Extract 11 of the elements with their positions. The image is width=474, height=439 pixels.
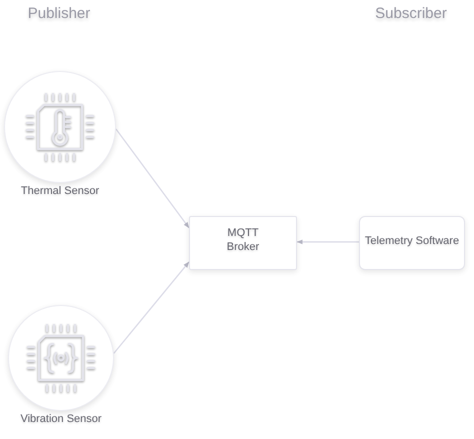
node-label: Telemetry Software [364,234,460,248]
arrow [113,261,190,354]
column-heading: Subscriber [375,5,447,23]
arrow [296,240,359,244]
node-label: MQTT Broker [226,226,260,254]
arrow [115,128,190,228]
node-label: Vibration Sensor [20,412,102,426]
column-heading: Publisher [28,5,90,23]
process-box [359,216,465,270]
node-label: Thermal Sensor [20,184,100,198]
process-box [189,216,297,270]
